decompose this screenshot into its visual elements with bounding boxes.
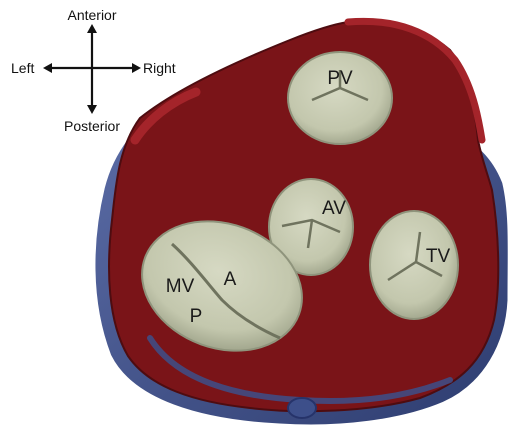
- arrow-right-icon: [132, 63, 141, 73]
- pulmonary-valve: PV: [288, 52, 392, 144]
- compass-label-right: Right: [143, 60, 176, 76]
- valve-label-tv: TV: [426, 246, 451, 267]
- valve-label-mitral-posterior: P: [190, 306, 203, 327]
- valve-label-pv: PV: [327, 68, 353, 89]
- tricuspid-valve: TV: [370, 211, 458, 319]
- arrow-left-icon: [43, 63, 52, 73]
- valve-label-mv: MV: [166, 276, 195, 297]
- valve-label-av: AV: [322, 198, 346, 219]
- compass-label-posterior: Posterior: [64, 118, 120, 134]
- compass-label-left: Left: [11, 60, 34, 76]
- arrow-down-icon: [87, 105, 97, 114]
- valve-label-mitral-anterior: A: [224, 269, 237, 290]
- arrow-up-icon: [87, 24, 97, 33]
- vessel-stub: [288, 398, 316, 418]
- compass-label-anterior: Anterior: [67, 7, 116, 23]
